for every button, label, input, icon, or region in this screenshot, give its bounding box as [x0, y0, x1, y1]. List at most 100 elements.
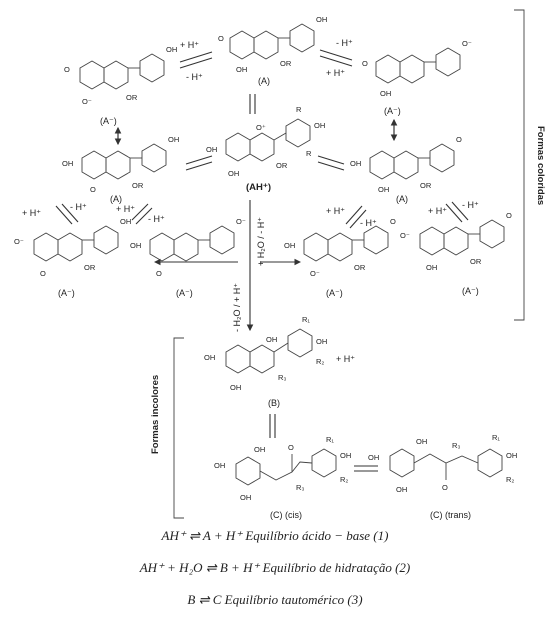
- structure-hemiketal: OH OH OH R₃ R₁ OH R₂ + H⁺: [204, 315, 355, 392]
- svg-text:+ H₂O / - H⁺: + H₂O / - H⁺: [256, 217, 266, 266]
- free-proton: + H⁺: [336, 354, 355, 364]
- svg-text:OH: OH: [350, 159, 361, 168]
- structure-low-right-1-anion: OH O⁻ OR O: [284, 217, 396, 278]
- equilibrium-arrow-mid-left: [185, 155, 213, 171]
- structure-chalcone-cis: OH OH OH O R₃ R₁ OH R₂: [214, 435, 351, 502]
- svg-text:OR: OR: [84, 263, 96, 272]
- svg-text:OH: OH: [506, 451, 517, 460]
- equilibrium-arrow-top-left: + H⁺ - H⁺: [179, 40, 213, 82]
- svg-text:O: O: [456, 135, 462, 144]
- equilibrium-arrow-cis-trans: [354, 465, 378, 472]
- svg-text:OH: OH: [426, 263, 437, 272]
- svg-text:O⁻: O⁻: [310, 269, 320, 278]
- svg-text:- H₂O / + H⁺: - H₂O / + H⁺: [232, 283, 242, 332]
- svg-text:OH: OH: [378, 185, 389, 194]
- reaction-scheme: O OH OR OH (A) O O⁻ OR OH (A⁻) O OH O⁻ (…: [14, 9, 546, 520]
- svg-text:OR: OR: [126, 93, 138, 102]
- svg-text:- H⁺: - H⁺: [70, 202, 87, 212]
- svg-text:+ H⁺: + H⁺: [180, 40, 199, 50]
- structure-low-left-2-anion: OH O O⁻: [130, 217, 246, 278]
- svg-text:Formas incolores: Formas incolores: [150, 375, 161, 454]
- svg-text:R: R: [306, 149, 312, 158]
- bracket-colored-forms: Formas coloridas: [514, 9, 546, 321]
- svg-text:+ H⁺: + H⁺: [22, 208, 41, 218]
- svg-text:O: O: [218, 34, 224, 43]
- svg-text:O⁻: O⁻: [462, 39, 472, 48]
- svg-text:R₂: R₂: [340, 475, 348, 484]
- svg-text:R₃: R₃: [296, 483, 304, 492]
- equilibrium-arrow-mid-right: [317, 155, 345, 171]
- svg-text:OH: OH: [130, 241, 141, 250]
- svg-text:O⁻: O⁻: [14, 237, 24, 246]
- equilibrium-arrow-b-to-c: [269, 414, 276, 438]
- svg-text:OH: OH: [340, 451, 351, 460]
- svg-text:R₂: R₂: [316, 357, 324, 366]
- label-low-right-1: (A⁻): [326, 288, 343, 298]
- svg-text:OH: OH: [316, 337, 327, 346]
- structure-mid-right-quinoidal: OH OH OR O: [350, 135, 462, 194]
- bracket-colorless-forms: Formas incolores: [150, 337, 184, 519]
- label-chalcone-cis: (C) (cis): [270, 510, 302, 520]
- svg-text:+ H⁺: + H⁺: [326, 206, 345, 216]
- svg-text:+ H⁺: + H⁺: [116, 204, 135, 214]
- equation-tautomeric: B ⇌ C Equilíbrio tautomérico (3): [187, 592, 363, 607]
- svg-text:OH: OH: [236, 65, 247, 74]
- svg-text:O: O: [64, 65, 70, 74]
- svg-text:O⁻: O⁻: [82, 97, 92, 106]
- structure-top-right-anion: O OH O⁻: [362, 39, 472, 98]
- svg-text:OH: OH: [228, 169, 239, 178]
- svg-text:OH: OH: [396, 485, 407, 494]
- svg-text:OR: OR: [470, 257, 482, 266]
- svg-text:OH: OH: [380, 89, 391, 98]
- svg-text:O: O: [390, 217, 396, 226]
- svg-text:OH: OH: [206, 145, 217, 154]
- svg-text:OH: OH: [240, 493, 251, 502]
- label-flavylium: (AH⁺): [246, 182, 271, 193]
- structure-top-center-quinoidal: O OH OR OH: [218, 15, 327, 74]
- svg-text:- H⁺: - H⁺: [462, 200, 479, 210]
- svg-text:OR: OR: [420, 181, 432, 190]
- svg-text:OH: OH: [204, 353, 215, 362]
- svg-text:OR: OR: [132, 181, 144, 190]
- svg-text:OH: OH: [214, 461, 225, 470]
- structure-low-left-1-anion: O⁻ O OR OH: [14, 217, 131, 278]
- svg-text:O: O: [506, 211, 512, 220]
- svg-text:- H⁺: - H⁺: [336, 38, 353, 48]
- svg-text:R₂: R₂: [506, 475, 514, 484]
- equation-hydration: AH⁺ + H₂O ⇌ B + H⁺ Equilíbrio de hidrata…: [139, 560, 411, 575]
- svg-text:OH: OH: [62, 159, 73, 168]
- svg-text:O⁻: O⁻: [400, 231, 410, 240]
- svg-text:+ H⁺: + H⁺: [326, 68, 345, 78]
- svg-text:OH: OH: [168, 135, 179, 144]
- svg-text:O: O: [90, 185, 96, 194]
- hydration-arrows: + H₂O / - H⁺ - H₂O / + H⁺: [153, 200, 302, 332]
- svg-text:OH: OH: [254, 445, 265, 454]
- label-top-center: (A): [258, 76, 270, 86]
- svg-text:O: O: [40, 269, 46, 278]
- svg-text:- H⁺: - H⁺: [186, 72, 203, 82]
- svg-text:OH: OH: [166, 45, 177, 54]
- equilibrium-arrow-top-right: - H⁺ + H⁺: [319, 38, 353, 78]
- svg-text:OR: OR: [280, 59, 292, 68]
- svg-text:O: O: [362, 59, 368, 68]
- svg-text:O⁺: O⁺: [256, 123, 266, 132]
- label-low-left-1: (A⁻): [58, 288, 75, 298]
- svg-text:OR: OR: [354, 263, 366, 272]
- structure-mid-left-quinoidal: OH O OR OH: [62, 135, 179, 194]
- svg-text:R₁: R₁: [326, 435, 334, 444]
- svg-text:OH: OH: [230, 383, 241, 392]
- svg-text:OH: OH: [314, 121, 325, 130]
- svg-text:Formas coloridas: Formas coloridas: [535, 126, 546, 205]
- structure-top-left-anion: O O⁻ OR OH: [64, 45, 177, 106]
- svg-text:O: O: [156, 269, 162, 278]
- equilibrium-arrow-low-left-1: + H⁺ - H⁺: [22, 202, 87, 225]
- svg-text:R: R: [296, 105, 302, 114]
- label-hemiketal: (B): [268, 398, 280, 408]
- svg-text:O: O: [288, 443, 294, 452]
- equilibrium-arrow-low-left-2: + H⁺ - H⁺: [116, 203, 165, 225]
- equilibrium-arrow-low-right-2: + H⁺ - H⁺: [428, 200, 479, 223]
- svg-text:OH: OH: [284, 241, 295, 250]
- label-top-right: (A⁻): [384, 106, 401, 116]
- svg-text:- H⁺: - H⁺: [360, 218, 377, 228]
